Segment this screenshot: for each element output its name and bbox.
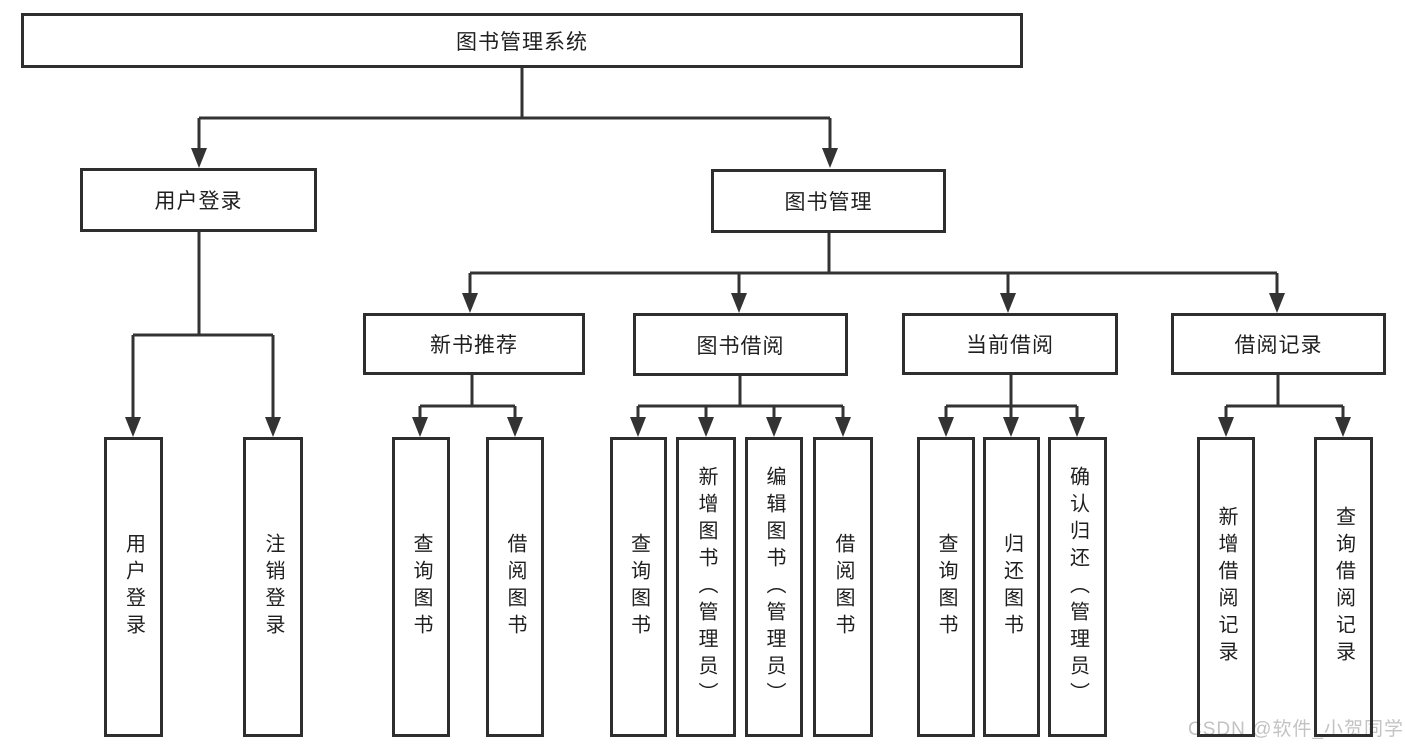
leaf-edit-books-admin: 编辑图书（管理员）	[745, 437, 803, 737]
node-label: 查询图书	[627, 533, 650, 641]
node-label: 查询图书	[935, 533, 957, 641]
leaf-query-books-borrow: 查询图书	[610, 437, 667, 737]
leaf-return-books: 归还图书	[983, 437, 1040, 737]
node-label: 用户登录	[122, 533, 145, 641]
node-label: 归还图书	[1000, 533, 1023, 641]
node-current-borrow: 当前借阅	[902, 313, 1118, 375]
node-label: 新增图书（管理员）	[695, 465, 717, 709]
leaf-add-borrow-record: 新增借阅记录	[1197, 437, 1255, 737]
leaf-query-books-current: 查询图书	[917, 437, 975, 737]
node-label: 借阅图书	[504, 533, 526, 641]
node-label: 编辑图书（管理员）	[763, 465, 785, 709]
node-book-management: 图书管理	[711, 169, 946, 233]
leaf-logout: 注销登录	[243, 437, 303, 737]
node-label: 图书借阅	[696, 334, 785, 358]
leaf-borrow-books-recommend: 借阅图书	[486, 437, 544, 737]
leaf-user-login: 用户登录	[104, 437, 163, 737]
node-borrow-records: 借阅记录	[1171, 313, 1386, 375]
leaf-confirm-return-admin: 确认归还（管理员）	[1048, 437, 1107, 737]
node-label: 借阅图书	[832, 533, 854, 641]
node-user-login: 用户登录	[80, 168, 317, 232]
node-label: 图书管理	[784, 191, 873, 214]
arrowhead-icons	[125, 148, 1351, 437]
node-label: 查询借阅记录	[1332, 506, 1355, 668]
node-label: 确认归还（管理员）	[1066, 465, 1089, 709]
node-label: 注销登录	[262, 533, 284, 641]
node-label: 用户登录	[154, 190, 243, 213]
node-label: 新增借阅记录	[1215, 506, 1237, 668]
node-label: 查询图书	[410, 533, 432, 641]
leaf-borrow-books: 借阅图书	[813, 437, 873, 737]
node-label: 新书推荐	[430, 334, 518, 357]
node-label: 图书管理系统	[456, 30, 588, 54]
node-label: 当前借阅	[966, 334, 1054, 357]
node-label: 借阅记录	[1234, 334, 1323, 357]
leaf-query-books-recommend: 查询图书	[392, 437, 450, 737]
node-book-borrow: 图书借阅	[633, 313, 848, 376]
leaf-add-books-admin: 新增图书（管理员）	[676, 437, 736, 737]
node-library-management-system: 图书管理系统	[21, 13, 1023, 68]
leaf-query-borrow-record: 查询借阅记录	[1314, 437, 1373, 737]
node-new-book-recommend: 新书推荐	[363, 313, 585, 375]
